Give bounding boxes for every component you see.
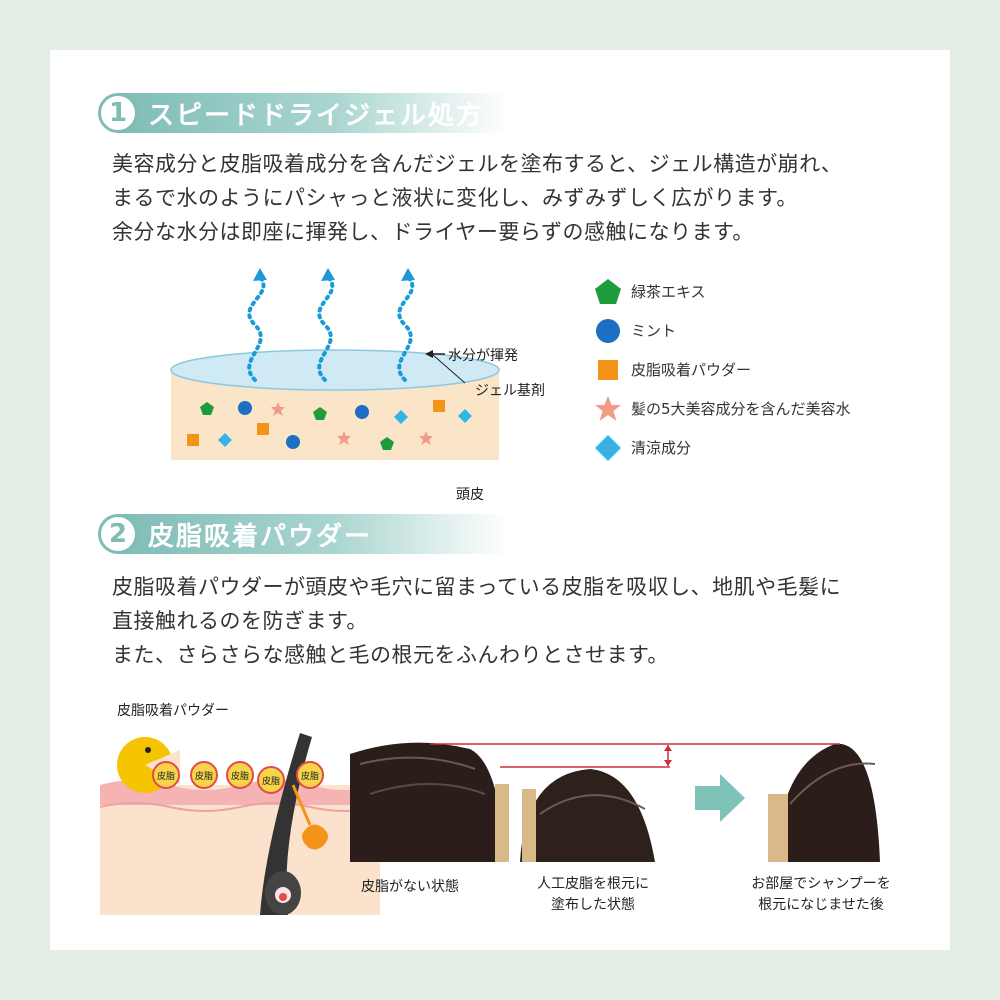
section2-title: 皮脂吸着パウダー (148, 521, 373, 552)
legend-item: 緑茶エキス (593, 272, 851, 311)
circle-icon (596, 318, 620, 343)
legend-item: 清涼成分 (593, 428, 851, 467)
caption-line: 塗布した状態 (551, 897, 635, 913)
scalp-layer (171, 370, 499, 460)
hair-photo-no-sebum (350, 742, 509, 862)
hair-photo-artificial-sebum (520, 769, 655, 862)
caption-line: お部屋でシャンプーを (751, 876, 891, 892)
sebum-label: 皮脂 (194, 771, 213, 782)
section2-line: 皮脂吸着パウダーが頭皮や毛穴に留まっている皮脂を吸収し、地肌や毛髪に (112, 575, 842, 599)
legend-label: 清涼成分 (631, 439, 692, 457)
caption-after-shampoo: お部屋でシャンプーを 根元になじませた後 (736, 874, 906, 916)
illustration-title: 皮脂吸着パウダー (117, 703, 229, 719)
legend-item: ミント (593, 311, 851, 350)
hair-photo-after-shampoo (768, 743, 880, 862)
section2-line: 直接触れるのを防ぎます。 (112, 609, 368, 633)
diamond-icon (595, 434, 621, 461)
legend-label: 緑茶エキス (631, 283, 706, 301)
evaporation-arrows (247, 275, 415, 382)
section1-header: 1 スピードドライジェル処方 (98, 90, 558, 136)
evaporation-label: 水分が揮発 (448, 348, 518, 364)
legend-item: 皮脂吸着パウダー (593, 350, 851, 389)
legend-label: 髪の5大美容成分を含んだ美容水 (631, 400, 851, 418)
caption-artificial-sebum: 人工皮脂を根元に 塗布した状態 (518, 874, 668, 916)
pore-sebum (302, 824, 328, 850)
section2-header-band (118, 514, 508, 554)
hair-comparison-photos (350, 734, 890, 862)
legend-label: ミント (631, 322, 677, 340)
square-icon (598, 359, 618, 380)
section1-title: スピードドライジェル処方 (148, 100, 485, 131)
sebum-label: 皮脂 (300, 771, 319, 782)
sebum-droplet: 皮脂 (190, 761, 218, 789)
section2-description: 皮脂吸着パウダーが頭皮や毛穴に留まっている皮脂を吸収し、地肌や毛髪に 直接触れる… (112, 570, 841, 672)
sebum-droplet: 皮脂 (226, 761, 254, 789)
legend-item: 髪の5大美容成分を含んだ美容水 (593, 389, 851, 428)
caption-line: 皮脂がない状態 (361, 879, 459, 895)
section1-line: まるで水のようにパシャっと液状に変化し、みずみずしく広がります。 (112, 186, 798, 210)
gel-label-pointer (432, 354, 466, 384)
skin-line (100, 802, 380, 812)
sebum-label: 皮脂 (230, 771, 249, 782)
content-card: 1 スピードドライジェル処方 美容成分と皮脂吸着成分を含んだジェルを塗布すると、… (50, 50, 950, 950)
caption-line: 人工皮脂を根元に (537, 876, 649, 892)
section1-line: 美容成分と皮脂吸着成分を含んだジェルを塗布すると、ジェル構造が崩れ、 (112, 152, 843, 176)
sebum-droplet: 皮脂 (257, 766, 285, 794)
gel-label: ジェル基剤 (475, 383, 545, 399)
section1-number: 1 (98, 93, 138, 133)
section2-line: また、さらさらな感触と毛の根元をふんわりとさせます。 (112, 643, 669, 667)
scalp-particles (187, 400, 472, 450)
star-icon (595, 395, 621, 421)
ingredient-legend: 緑茶エキス ミント 皮脂吸着パウダー 髪の5大美容成分を含んだ美容水 清涼成分 (593, 272, 851, 467)
right-arrow-icon (695, 774, 745, 822)
scalp-label: 頭皮 (456, 487, 484, 503)
section2-header: 2 皮脂吸着パウダー (98, 511, 558, 557)
gel-diagram (170, 268, 500, 460)
section1-description: 美容成分と皮脂吸着成分を含んだジェルを塗布すると、ジェル構造が崩れ、 まるで水の… (112, 147, 842, 249)
section1-header-band (118, 93, 508, 133)
sebum-label: 皮脂 (156, 771, 175, 782)
legend-label: 皮脂吸着パウダー (631, 361, 752, 379)
section2-number: 2 (98, 514, 138, 554)
sebum-droplet: 皮脂 (152, 761, 180, 789)
sebum-illustration (100, 733, 380, 915)
caption-line: 根元になじませた後 (758, 897, 884, 913)
caption-no-sebum: 皮脂がない状態 (350, 877, 470, 898)
sebum-label: 皮脂 (261, 776, 280, 787)
pentagon-icon (595, 278, 621, 304)
arrow-heads (253, 268, 415, 281)
sebum-droplet: 皮脂 (296, 761, 324, 789)
section1-line: 余分な水分は即座に揮発し、ドライヤー要らずの感触になります。 (112, 220, 754, 244)
